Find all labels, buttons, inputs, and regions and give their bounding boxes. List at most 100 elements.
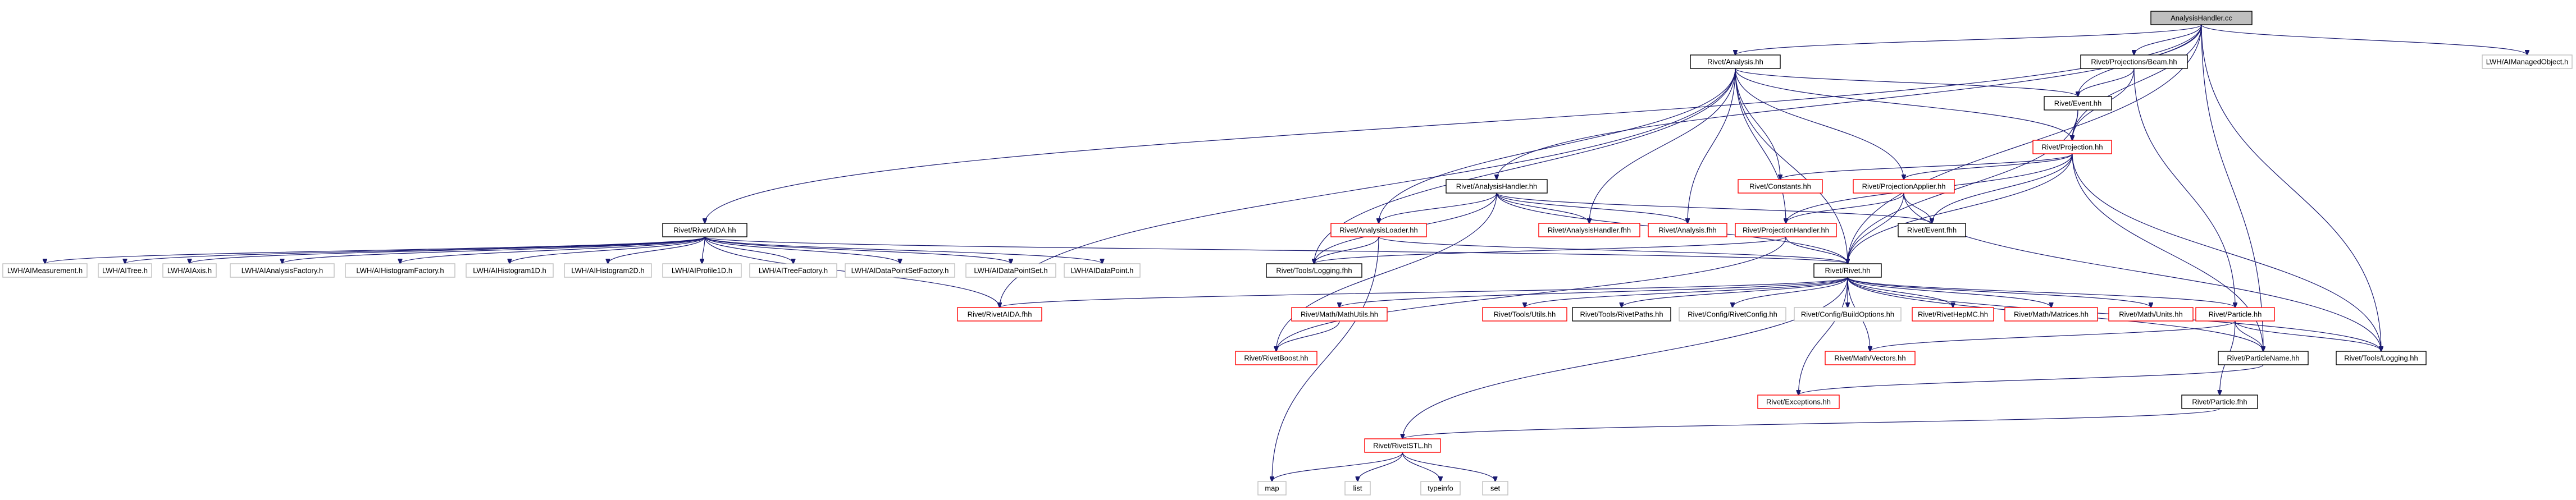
node-projection-hh[interactable]: Rivet/Projection.hh (2032, 140, 2112, 154)
edge-rivet_hh-to-rivetaida_fhh (1000, 277, 1848, 308)
node-box (1064, 263, 1141, 278)
node-rivet-hh[interactable]: Rivet/Rivet.hh (1813, 263, 1882, 278)
edge-particle_hh-to-particlename_hh (2235, 320, 2263, 351)
node-label: LWH/AIAnalysisFactory.h (241, 267, 323, 275)
edge-analysis_hh-to-loader_hh (1379, 68, 1736, 223)
node-box (1794, 307, 1902, 322)
node-box (749, 263, 837, 278)
edge-analysis_hh-to-event_hh (1735, 68, 2078, 97)
node-aidps: LWH/AIDataPointSet.h (965, 263, 1056, 278)
node-map: map (1257, 481, 1287, 496)
edge-root-to-analysis_hh (1735, 24, 2202, 55)
node-label: Rivet/ProjectionApplier.hh (1862, 182, 1946, 191)
node-box (1648, 223, 1727, 237)
node-label: LWH/AIManagedObject.h (2486, 58, 2568, 66)
node-rivetboost-hh[interactable]: Rivet/RivetBoost.hh (1235, 351, 1317, 365)
node-loader-hh[interactable]: Rivet/AnalysisLoader.hh (1330, 223, 1427, 237)
edge-rivetstl_hh-to-map (1272, 452, 1403, 481)
node-box (2, 263, 88, 278)
node-constants-hh[interactable]: Rivet/Constants.hh (1738, 179, 1823, 194)
node-handler-fhh[interactable]: Rivet/AnalysisHandler.fhh (1538, 223, 1640, 237)
edge-particlename_hh-to-exceptions_hh (1799, 364, 2264, 395)
node-rivethepmc-hh[interactable]: Rivet/RivetHepMC.hh (1912, 307, 1994, 322)
node-particle-hh[interactable]: Rivet/Particle.hh (2195, 307, 2275, 322)
node-box (2004, 307, 2098, 322)
node-exceptions-hh[interactable]: Rivet/Exceptions.hh (1757, 395, 1840, 409)
edge-root-to-managed_object (2201, 24, 2527, 55)
node-box (965, 263, 1056, 278)
node-event-fhh[interactable]: Rivet/Event.fhh (1898, 223, 1966, 237)
node-label: LWH/AIMeasurement.h (7, 267, 83, 275)
node-aihistogram2d: LWH/AIHistogram2D.h (564, 263, 652, 278)
edge-rivet_hh-to-rivetpaths_hh (1622, 277, 1848, 308)
edge-analysis_hh-to-projapplier_hh (1735, 68, 1904, 180)
node-utils-hh[interactable]: Rivet/Tools/Utils.hh (1482, 307, 1567, 322)
node-box (345, 263, 455, 278)
node-units-hh[interactable]: Rivet/Math/Units.hh (2108, 307, 2194, 322)
node-rivetaida-fhh[interactable]: Rivet/RivetAIDA.fhh (957, 307, 1042, 322)
edge-rivetaida_hh-to-aianalysisfactory (282, 236, 705, 264)
node-label: Rivet/RivetSTL.hh (1373, 442, 1432, 450)
edge-rivet_hh-to-particle_hh (1847, 277, 2235, 308)
node-box (1572, 307, 1671, 322)
node-label: LWH/AIDataPointSet.h (974, 267, 1047, 275)
node-box (162, 263, 217, 278)
node-box (1235, 351, 1317, 365)
node-box (564, 263, 652, 278)
node-projapplier-hh[interactable]: Rivet/ProjectionApplier.hh (1853, 179, 1955, 194)
node-label: LWH/AIDataPoint.h (1071, 267, 1134, 275)
edge-projection_hh-to-tools_logging_hh (2072, 153, 2381, 351)
node-buildoptions-hh: Rivet/Config/BuildOptions.hh (1794, 307, 1902, 322)
node-box (230, 263, 335, 278)
node-box (2195, 307, 2275, 322)
node-label: typeinfo (1428, 484, 1453, 493)
node-label: Rivet/Analysis.hh (1707, 58, 1763, 66)
node-event-hh[interactable]: Rivet/Event.hh (2044, 96, 2112, 111)
node-beam-hh[interactable]: Rivet/Projections/Beam.hh (2080, 54, 2188, 69)
node-tools-logging-hh[interactable]: Rivet/Tools/Logging.hh (2336, 351, 2427, 365)
node-box (1330, 223, 1427, 237)
node-label: Rivet/Tools/Logging.hh (2344, 354, 2418, 363)
node-label: Rivet/Math/Units.hh (2119, 310, 2182, 319)
edge-rivet_hh-to-mathutils_hh (1339, 277, 1848, 308)
node-label: LWH/AIHistogram1D.h (473, 267, 546, 275)
node-box (1266, 263, 1362, 278)
edge-root-to-beam_hh (2134, 24, 2202, 55)
edge-rivetstl_hh-to-set (1402, 452, 1496, 481)
node-label: LWH/AIHistogram2D.h (571, 267, 645, 275)
edge-rivet_hh-to-exceptions_hh (1799, 277, 1848, 395)
node-vectors-hh[interactable]: Rivet/Math/Vectors.hh (1825, 351, 1916, 365)
node-rivetaida-hh[interactable]: Rivet/RivetAIDA.hh (662, 223, 747, 237)
node-mathutils-hh[interactable]: Rivet/Math/MathUtils.hh (1291, 307, 1388, 322)
edge-rivetaida_hh-to-aiprofile1d (702, 236, 705, 264)
edge-rivet_hh-to-rivethepmc_hh (1847, 277, 1953, 308)
node-label: Rivet/RivetAIDA.fhh (968, 310, 1032, 319)
node-particle-fhh[interactable]: Rivet/Particle.fhh (2181, 395, 2258, 409)
edge-root-to-particlename_hh (2201, 24, 2263, 351)
node-root[interactable]: AnalysisHandler.cc (2150, 11, 2253, 25)
node-box (1813, 263, 1882, 278)
node-particlename-hh[interactable]: Rivet/ParticleName.hh (2218, 351, 2309, 365)
edge-root-to-projection_hh (2072, 24, 2202, 140)
node-label: Rivet/Projections/Beam.hh (2091, 58, 2177, 66)
edge-handler_hh-to-loader_hh (1379, 192, 1497, 223)
node-handler-hh[interactable]: Rivet/AnalysisHandler.hh (1446, 179, 1548, 194)
node-label: Rivet/ProjectionHandler.hh (1743, 226, 1829, 235)
node-label: Rivet/Event.fhh (1907, 226, 1957, 235)
node-projhandler-hh[interactable]: Rivet/ProjectionHandler.hh (1735, 223, 1837, 237)
node-box (2150, 11, 2253, 25)
node-analysis-hh[interactable]: Rivet/Analysis.hh (1690, 54, 1781, 69)
edge-rivetaida_hh-to-aihistogramfactory (400, 236, 705, 264)
node-aidp: LWH/AIDataPoint.h (1064, 263, 1141, 278)
node-rivetpaths-hh[interactable]: Rivet/Tools/RivetPaths.hh (1572, 307, 1671, 322)
node-tools-logging-fhh[interactable]: Rivet/Tools/Logging.fhh (1266, 263, 1362, 278)
node-box (1735, 223, 1837, 237)
node-matrices-hh[interactable]: Rivet/Math/Matrices.hh (2004, 307, 2098, 322)
node-label: list (1353, 484, 1362, 493)
node-label: Rivet/Projection.hh (2041, 143, 2103, 152)
node-rivetstl-hh[interactable]: Rivet/RivetSTL.hh (1364, 438, 1441, 453)
edge-handler_hh-to-event_fhh (1496, 192, 1932, 223)
node-analysis-fhh[interactable]: Rivet/Analysis.fhh (1648, 223, 1727, 237)
